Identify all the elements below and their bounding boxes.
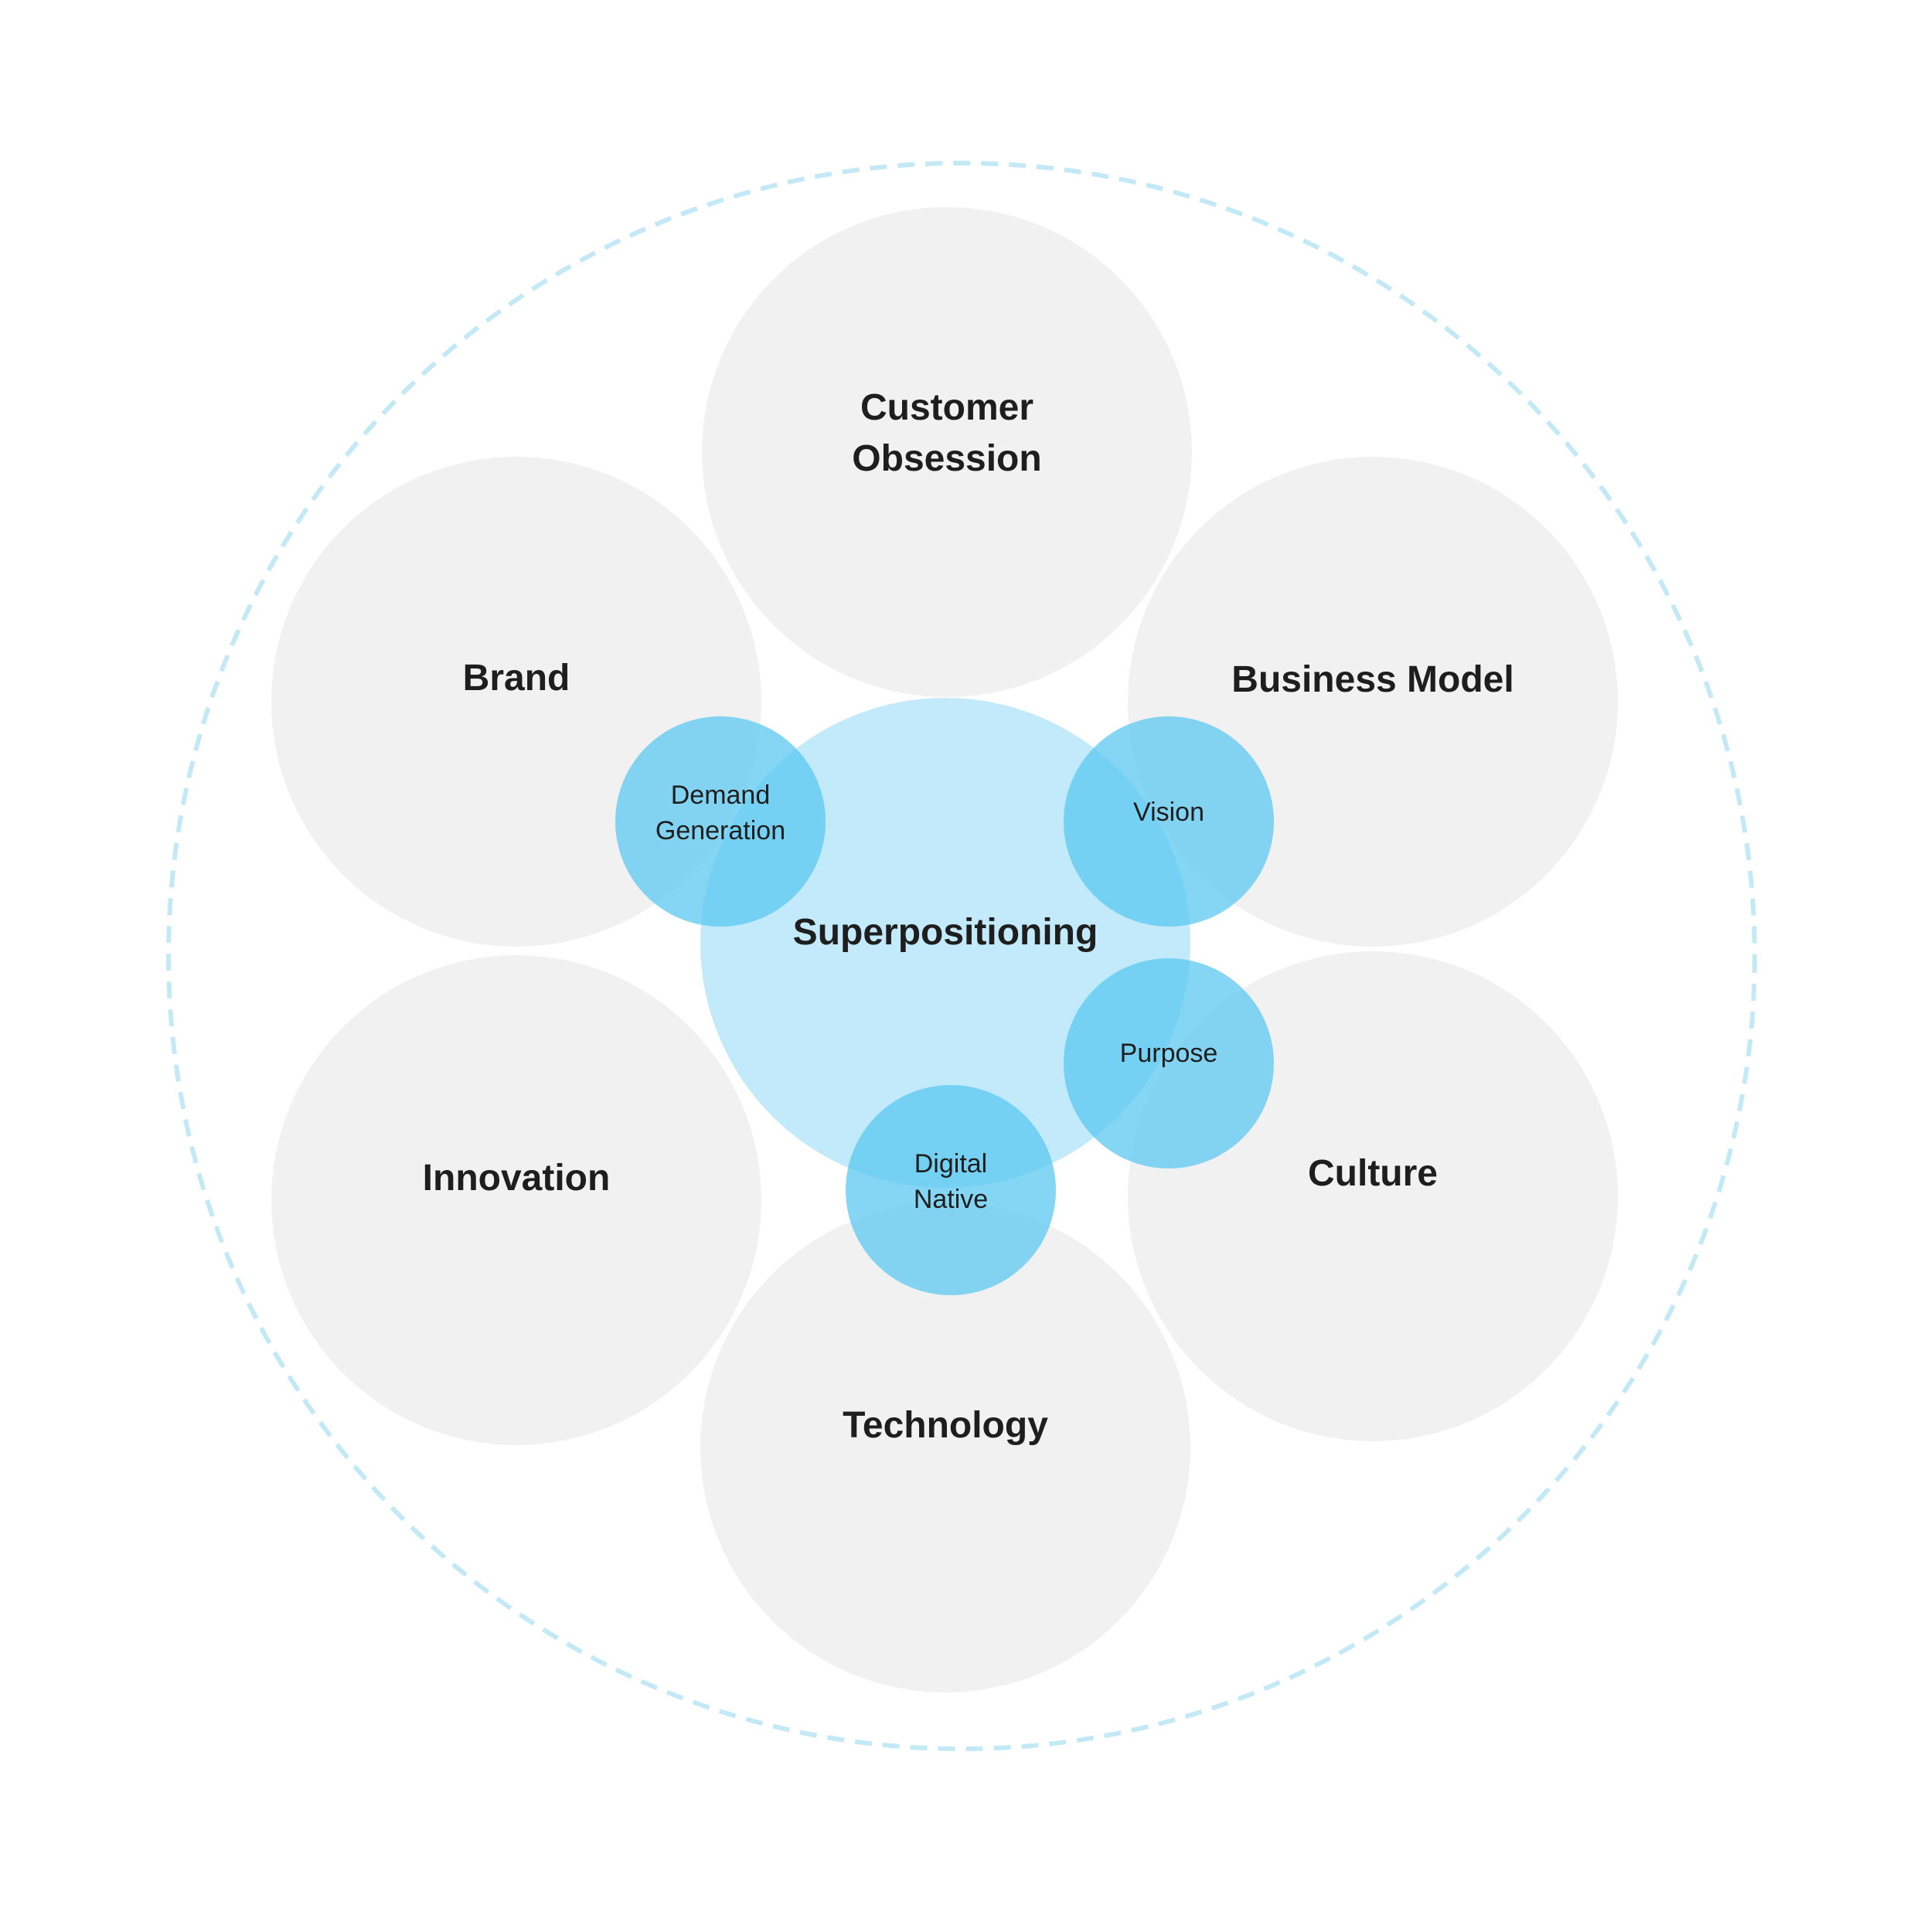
hub-label-superpositioning: Superpositioning (793, 912, 1098, 953)
pillar-circle-customer-obsession (702, 207, 1192, 697)
outer-dashed-ring (166, 161, 1757, 1751)
pillar-label-customer-obsession-line: Customer (860, 387, 1033, 428)
node-circle-vision (1064, 716, 1274, 927)
pillar-label-customer-obsession-line: Obsession (852, 438, 1041, 479)
node-label-purpose: Purpose (1120, 1039, 1218, 1068)
pillar-circle-innovation (271, 955, 761, 1445)
node-circle-demand-generation (615, 716, 826, 927)
pillar-label-brand-line: Brand (463, 658, 570, 699)
node-label-digital-native-line: Digital (914, 1149, 987, 1179)
node-label-vision-line: Vision (1133, 798, 1204, 827)
pillar-label-culture-line: Culture (1308, 1153, 1438, 1194)
node-label-vision: Vision (1133, 798, 1204, 827)
pillar-label-business-model: Business Model (1231, 659, 1514, 700)
node-circle-purpose (1064, 958, 1274, 1168)
pillar-label-culture: Culture (1308, 1153, 1438, 1194)
pillar-circle-technology (700, 1202, 1190, 1692)
node-label-demand-generation-line: Generation (655, 816, 785, 845)
node-circle-digital-native (846, 1085, 1056, 1295)
pillar-label-innovation-line: Innovation (423, 1158, 611, 1199)
pillar-label-technology-line: Technology (843, 1405, 1048, 1446)
node-label-demand-generation-line: Demand (671, 781, 771, 810)
pillar-label-business-model-line: Business Model (1231, 659, 1514, 700)
pillar-label-innovation: Innovation (423, 1158, 611, 1199)
overlap-nodes (615, 716, 1274, 1295)
pillar-label-brand: Brand (463, 658, 570, 699)
node-label-digital-native-line: Native (914, 1185, 988, 1214)
node-label-purpose-line: Purpose (1120, 1039, 1218, 1068)
pillar-label-technology: Technology (843, 1405, 1048, 1446)
